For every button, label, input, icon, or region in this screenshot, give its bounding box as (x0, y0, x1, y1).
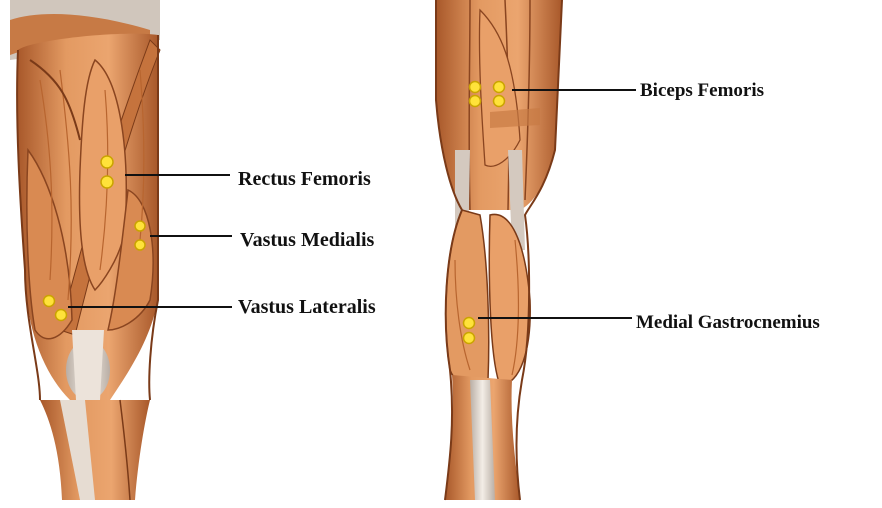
lower-leg (40, 400, 150, 500)
label-medial-gastrocnemius: Medial Gastrocnemius (636, 312, 820, 333)
label-vastus-medialis: Vastus Medialis (240, 229, 375, 251)
label-vastus-lateralis: Vastus Lateralis (238, 296, 376, 318)
label-biceps-femoris: Biceps Femoris (640, 80, 764, 101)
label-rectus-femoris: Rectus Femoris (238, 168, 371, 190)
patellar-tendon (72, 330, 104, 400)
posterior-leg-illustration (436, 0, 562, 500)
